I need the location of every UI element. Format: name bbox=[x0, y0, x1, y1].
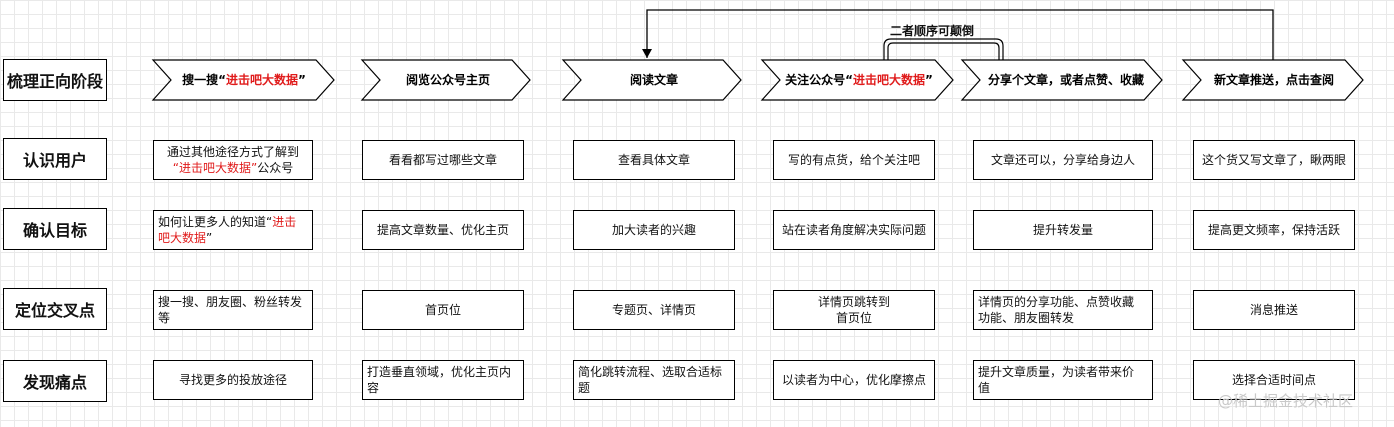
row-header-confirm-goal: 确认目标 bbox=[3, 208, 107, 250]
cell-know-6: 这个货又写文章了，瞅两眼 bbox=[1193, 140, 1355, 180]
cell-goal-1-highlight-b: 吧大数据 bbox=[158, 231, 207, 245]
cell-pain-5-line1: 提升文章质量，为读者带来价 bbox=[978, 365, 1135, 379]
svg-text:分享个文章，或者点赞、收藏: 分享个文章，或者点赞、收藏 bbox=[988, 72, 1144, 87]
cell-know-1: 通过其他途径方式了解到 “进击吧大数据”公众号 bbox=[153, 140, 313, 180]
cell-cross-6: 消息推送 bbox=[1193, 290, 1355, 330]
cell-goal-3-text: 加大读者的兴趣 bbox=[611, 223, 696, 237]
swap-order-label: 二者顺序可颠倒 bbox=[890, 24, 975, 38]
stage-chevron-6: 新文章推送，点击查阅 bbox=[1181, 59, 1364, 101]
cell-pain-3: 简化跳转流程、选取合适标 题 bbox=[573, 360, 735, 400]
cell-goal-4: 站在读者角度解决实际问题 bbox=[773, 210, 935, 250]
svg-text:阅览公众号主页: 阅览公众号主页 bbox=[406, 72, 490, 87]
cell-cross-4: 详情页跳转到 首页位 bbox=[773, 290, 935, 330]
cell-pain-4: 以读者为中心，优化摩擦点 bbox=[773, 360, 935, 400]
stage-6-text: 新文章推送，点击查阅 bbox=[1214, 72, 1334, 87]
cell-cross-5-line2: 功能、朋友圈转发 bbox=[978, 311, 1075, 325]
stage-chevron-4: 关注公众号“进击吧大数据” bbox=[760, 59, 954, 101]
cell-cross-1: 搜一搜、朋友圈、粉丝转发 等 bbox=[153, 290, 313, 330]
cell-pain-2-line1: 打造垂直领域，优化主页内 bbox=[367, 365, 512, 379]
cell-know-5: 文章还可以，分享给身边人 bbox=[973, 140, 1153, 180]
cell-goal-1: 如何让更多人的知道“进击 吧大数据” bbox=[153, 210, 313, 250]
cell-know-6-text: 这个货又写文章了，瞅两眼 bbox=[1201, 153, 1346, 167]
stage-chevron-2: 阅览公众号主页 bbox=[360, 59, 531, 101]
cell-cross-1-line2: 等 bbox=[158, 311, 171, 325]
row-header-know-user: 认识用户 bbox=[3, 138, 107, 180]
stage-1-highlight: 进击吧大数据 bbox=[226, 72, 298, 87]
feedback-loop-arrow bbox=[642, 9, 1274, 60]
cell-goal-4-text: 站在读者角度解决实际问题 bbox=[781, 223, 926, 237]
cell-know-1-highlight: “进击吧大数据” bbox=[172, 161, 258, 175]
svg-text:关注公众号“进击吧大数据”: 关注公众号“进击吧大数据” bbox=[785, 72, 933, 87]
cell-pain-5-line2: 值 bbox=[978, 381, 991, 395]
stage-chevron-5: 分享个文章，或者点赞、收藏 bbox=[960, 59, 1163, 101]
cell-goal-5: 提升转发量 bbox=[973, 210, 1153, 250]
row-header-cross-point: 定位交叉点 bbox=[3, 288, 107, 330]
stage-5-text: 分享个文章，或者点赞、收藏 bbox=[988, 72, 1144, 87]
cell-know-5-text: 文章还可以，分享给身边人 bbox=[990, 153, 1135, 167]
row-header-pain-point: 发现痛点 bbox=[3, 360, 107, 402]
cell-pain-2-line2: 容 bbox=[367, 381, 380, 395]
row-header-stages: 梳理正向阶段 bbox=[3, 59, 107, 101]
swap-order-bracket-inner bbox=[887, 42, 1000, 60]
cell-cross-3-text: 专题页、详情页 bbox=[611, 303, 696, 317]
cell-cross-1-line1: 搜一搜、朋友圈、粉丝转发 bbox=[158, 295, 303, 309]
cell-goal-6: 提高更文频率，保持活跃 bbox=[1193, 210, 1355, 250]
cell-know-1-suffix: 公众号 bbox=[257, 161, 294, 175]
cell-cross-6-text: 消息推送 bbox=[1249, 303, 1298, 317]
stage-4-highlight: 进击吧大数据 bbox=[853, 72, 925, 87]
stage-4-text: 关注公众号“ bbox=[785, 72, 853, 87]
svg-text:阅读文章: 阅读文章 bbox=[630, 72, 678, 87]
cell-pain-5: 提升文章质量，为读者带来价 值 bbox=[973, 360, 1153, 400]
cell-cross-4-line2: 首页位 bbox=[835, 311, 872, 325]
cell-goal-1-highlight-a: 进击 bbox=[272, 215, 297, 229]
cell-goal-6-text: 提高更文频率，保持活跃 bbox=[1207, 223, 1340, 237]
cell-cross-4-line1: 详情页跳转到 bbox=[817, 295, 890, 309]
stage-4-suffix: ” bbox=[925, 73, 933, 87]
cell-pain-6-text: 选择合适时间点 bbox=[1231, 373, 1316, 387]
svg-text:新文章推送，点击查阅: 新文章推送，点击查阅 bbox=[1214, 72, 1334, 87]
cell-know-1-line1: 通过其他途径方式了解到 bbox=[166, 145, 299, 159]
stage-chevron-1: 搜一搜“进击吧大数据” bbox=[151, 59, 335, 101]
cell-know-3-text: 查看具体文章 bbox=[617, 153, 690, 167]
cell-cross-5-line1: 详情页的分享功能、点赞收藏 bbox=[978, 295, 1135, 309]
stage-1-suffix: ” bbox=[298, 73, 306, 87]
cell-cross-3: 专题页、详情页 bbox=[573, 290, 735, 330]
cell-know-2: 看看都写过哪些文章 bbox=[362, 140, 524, 180]
cell-pain-3-line2: 题 bbox=[578, 381, 591, 395]
cell-goal-1-prefix: 如何让更多人的知道“ bbox=[158, 215, 273, 229]
cell-goal-3: 加大读者的兴趣 bbox=[573, 210, 735, 250]
stage-1-text: 搜一搜“ bbox=[182, 72, 226, 87]
cell-pain-1-text: 寻找更多的投放途径 bbox=[178, 373, 287, 387]
cell-goal-2: 提高文章数量、优化主页 bbox=[362, 210, 524, 250]
swap-order-bracket bbox=[883, 38, 1004, 60]
cell-know-4-text: 写的有点货，给个关注吧 bbox=[787, 153, 920, 167]
watermark: @稀土掘金技术社区 bbox=[1218, 392, 1354, 410]
svg-text:搜一搜“进击吧大数据”: 搜一搜“进击吧大数据” bbox=[182, 72, 306, 87]
cell-know-2-text: 看看都写过哪些文章 bbox=[388, 153, 497, 167]
cell-know-4: 写的有点货，给个关注吧 bbox=[773, 140, 935, 180]
cell-cross-2: 首页位 bbox=[362, 290, 524, 330]
cell-cross-5: 详情页的分享功能、点赞收藏 功能、朋友圈转发 bbox=[973, 290, 1153, 330]
cell-know-3: 查看具体文章 bbox=[573, 140, 735, 180]
stage-3-text: 阅读文章 bbox=[630, 72, 678, 87]
cell-pain-3-line1: 简化跳转流程、选取合适标 bbox=[578, 365, 723, 379]
cell-pain-4-text: 以读者为中心，优化摩擦点 bbox=[781, 373, 926, 387]
cell-pain-6: 选择合适时间点 bbox=[1193, 360, 1355, 400]
cell-pain-2: 打造垂直领域，优化主页内 容 bbox=[362, 360, 524, 400]
cell-goal-2-text: 提高文章数量、优化主页 bbox=[376, 223, 509, 237]
cell-pain-1: 寻找更多的投放途径 bbox=[153, 360, 313, 400]
cell-goal-5-text: 提升转发量 bbox=[1032, 223, 1093, 237]
stage-2-text: 阅览公众号主页 bbox=[406, 72, 490, 87]
cell-goal-1-suffix: ” bbox=[206, 231, 213, 245]
stage-chevron-3: 阅读文章 bbox=[561, 59, 742, 101]
cell-cross-2-text: 首页位 bbox=[424, 303, 461, 317]
